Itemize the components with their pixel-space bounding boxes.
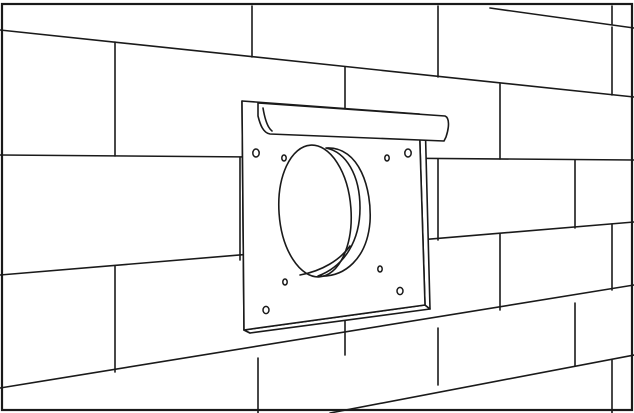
mounting-hole xyxy=(404,148,412,158)
mounting-hole xyxy=(281,154,287,162)
duct-sleeve xyxy=(317,147,371,277)
duct-sleeve-edge xyxy=(299,245,351,276)
mortar-course-1 xyxy=(0,29,634,98)
mounting-holes xyxy=(252,148,412,315)
mounting-hole xyxy=(377,265,383,273)
mortar-course-4 xyxy=(0,284,634,389)
rain-hood-fold xyxy=(262,107,273,132)
mounting-hole xyxy=(262,305,270,315)
rain-hood xyxy=(257,102,450,142)
mounting-hole xyxy=(396,286,404,296)
mounting-hole xyxy=(282,278,288,286)
mounting-hole xyxy=(384,154,390,162)
mortar-course-6 xyxy=(329,354,634,413)
mounting-hole xyxy=(252,148,260,158)
mortar-course-5 xyxy=(489,7,634,29)
wall-vent-plate xyxy=(241,100,450,334)
